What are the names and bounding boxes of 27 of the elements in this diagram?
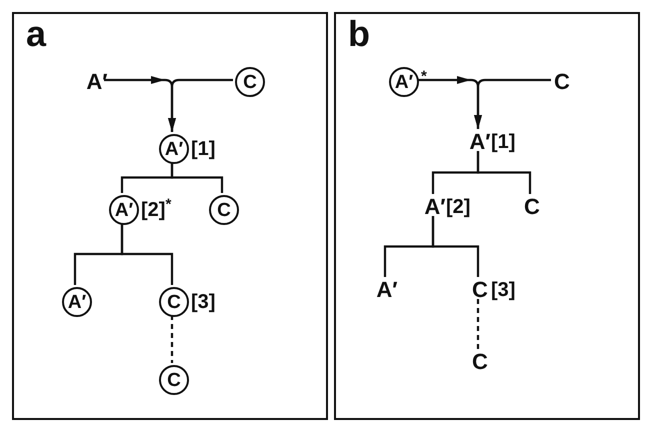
node-annotation: [3] (491, 280, 516, 300)
panel (334, 12, 640, 420)
node-annotation: [1] (491, 132, 516, 152)
letter-label: A′ (424, 196, 446, 218)
panel-label: b (348, 16, 370, 52)
node-annotation: [3] (191, 292, 216, 312)
circled-letter: C (235, 67, 265, 97)
circled-letter: C (159, 365, 189, 395)
node-annotation: [1] (191, 139, 216, 159)
node-annotation: * (421, 72, 427, 86)
panel-label: a (26, 16, 46, 52)
circled-letter: A′ (62, 287, 92, 317)
circled-letter: A′ (159, 134, 189, 164)
circled-letter: A′ (389, 67, 419, 97)
circled-letter: C (209, 195, 239, 225)
letter-label: C (471, 351, 489, 373)
letter-label: C (553, 71, 571, 93)
node-annotation: [2]$^{*}$ (141, 200, 172, 220)
panel (12, 12, 328, 420)
letter-label: C (523, 196, 541, 218)
letter-label: A′ (86, 71, 108, 93)
circled-letter: C (159, 287, 189, 317)
node-annotation: [2] (446, 197, 470, 217)
letter-label: A′ (469, 131, 491, 153)
letter-label: C (471, 279, 489, 301)
letter-label: A′ (376, 279, 398, 301)
circled-letter: A′ (109, 195, 139, 225)
